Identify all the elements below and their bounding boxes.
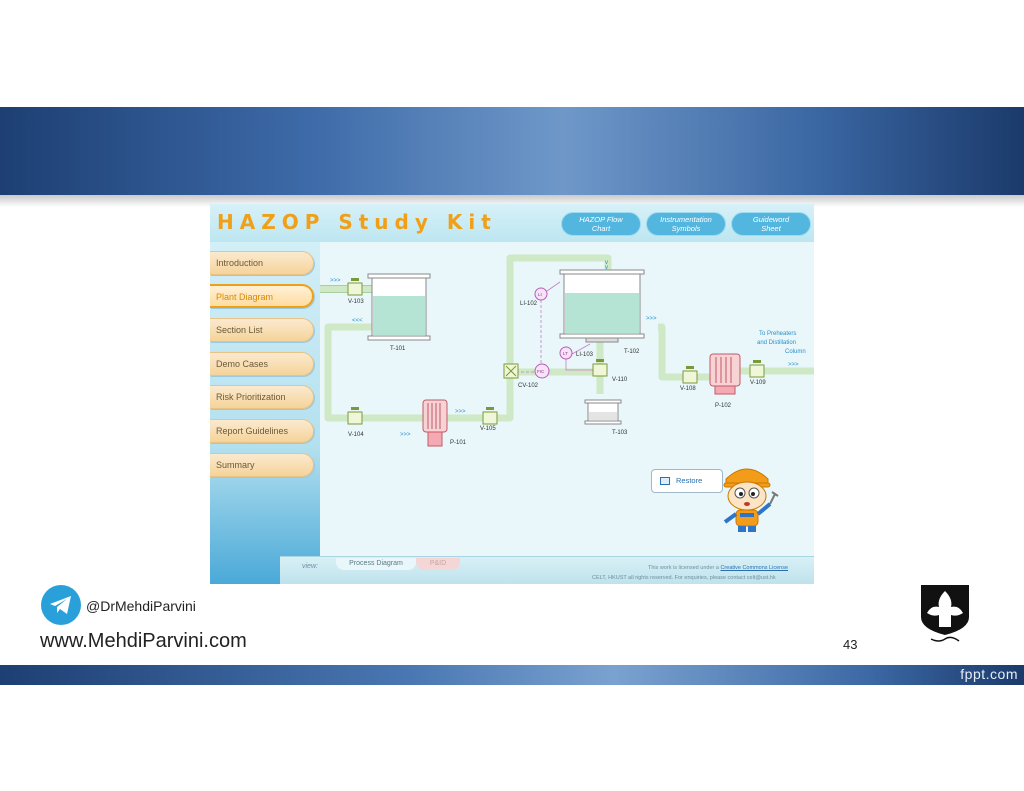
destination-line-2: and Distillation [757,340,796,346]
control-valve-cv102 [503,363,519,379]
tank-t103 [584,399,622,425]
license-text: This work is licensed under a Creative C… [648,565,788,571]
label-v104: V-104 [348,432,364,438]
button-line: Symbols [671,224,701,233]
valve-v108 [682,366,698,384]
destination-line-3: Column [785,349,806,355]
restore-label: Restore [676,476,703,485]
button-line: Guideword [752,215,790,224]
flow-arrows: >>> <<< >>> >>> >>> >>> [330,278,799,438]
university-logo-icon [921,585,969,642]
flow-arrow: >>> [788,362,799,368]
footer-brand: fppt.com [960,666,1018,682]
nav-report-guidelines[interactable]: Report Guidelines [210,419,314,443]
flow-arrow: v [605,265,608,271]
label-li102: LI-102 [520,301,538,307]
app-footer: view: Process Diagram P&ID This work is … [280,556,814,584]
instrument-li102: LI [534,287,548,301]
button-line: Instrumentation [660,215,712,224]
label-v108: V-108 [680,386,696,392]
valve-v110 [592,359,608,377]
instrumentation-symbols-button[interactable]: Instrumentation Symbols [646,212,726,236]
tab-pid[interactable]: P&ID [416,558,460,570]
flow-arrow: <<< [352,318,363,324]
nav-summary[interactable]: Summary [210,453,314,477]
tank-t102 [559,269,645,343]
destination-line-1: To Preheaters [759,331,796,337]
tab-process-diagram[interactable]: Process Diagram [336,558,416,570]
valve-v109 [749,360,765,378]
label-v103: V-103 [348,299,364,305]
rights-text: CELT, HKUST all rights reserved. For enq… [592,575,776,581]
hazop-app-screenshot: HAZOP Study Kit HAZOP Flow Chart Instrum… [210,204,814,584]
label-p101: P-101 [450,440,467,446]
top-banner [0,107,1024,195]
valve-v104 [347,407,363,425]
nav-demo-cases[interactable]: Demo Cases [210,352,314,376]
flow-arrow: v [605,260,608,266]
nav-risk-prioritization[interactable]: Risk Prioritization [210,385,314,409]
page-number: 43 [843,637,858,652]
button-line: HAZOP Flow [579,215,623,224]
button-line: Sheet [761,224,781,233]
bottom-banner [0,665,1024,685]
paper-plane-icon [50,596,71,614]
instrument-fic: FIC [534,363,550,379]
label-p102: P-102 [715,403,732,409]
button-line: Chart [591,224,611,233]
telegram-icon [41,585,81,625]
label-v109: V-109 [750,380,766,386]
valve-v105 [482,407,498,425]
flow-arrow: >>> [646,316,657,322]
website-url[interactable]: www.MehdiParvini.com [40,630,247,652]
view-label: view: [302,563,318,570]
instrument-tag: LI [538,292,542,297]
restore-button[interactable]: Restore [651,469,723,493]
app-header: HAZOP Study Kit HAZOP Flow Chart Instrum… [210,204,814,242]
tank-t101 [367,273,431,341]
nav-plant-diagram[interactable]: Plant Diagram [210,284,314,308]
label-cv102: CV-102 [518,383,539,389]
app-title: HAZOP Study Kit [217,210,497,234]
hazop-flow-chart-button[interactable]: HAZOP Flow Chart [561,212,641,236]
instrument-tag: LT [563,351,568,356]
creative-commons-link[interactable]: Creative Commons License [720,565,789,571]
label-v105: V-105 [480,426,496,432]
guideword-sheet-button[interactable]: Guideword Sheet [731,212,811,236]
process-diagram: >>> <<< >>> >>> >>> >>> T-101 V-103 [320,254,814,532]
label-v110: V-110 [612,377,628,383]
instrument-signal-lines [518,300,542,373]
restore-icon [660,477,670,485]
telegram-handle: @DrMehdiParvini [86,598,196,614]
instrument-tag: FIC [537,369,545,374]
label-li103: LI-103 [576,352,594,358]
valve-v103 [347,278,363,296]
nav-section-list[interactable]: Section List [210,318,314,342]
flow-arrow: >>> [330,278,341,284]
label-t101: T-101 [390,346,406,352]
label-t103: T-103 [612,430,628,436]
pump-p101 [422,399,448,447]
pump-p102 [709,353,741,395]
license-prefix: This work is licensed under a [648,565,721,571]
label-t102: T-102 [624,349,640,355]
flow-arrow: >>> [400,432,411,438]
flow-arrow: >>> [455,409,466,415]
instrument-li103: LT [559,346,573,360]
engineer-mascot-icon [723,468,779,532]
nav-introduction[interactable]: Introduction [210,251,314,275]
down-flow-arrows: v v [605,260,608,271]
